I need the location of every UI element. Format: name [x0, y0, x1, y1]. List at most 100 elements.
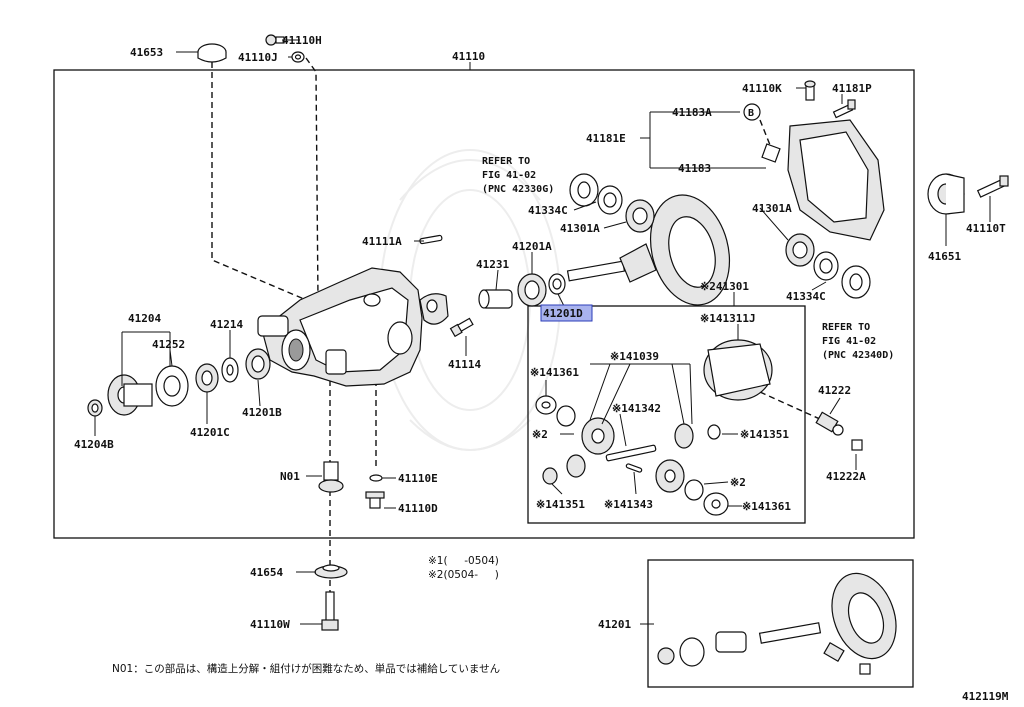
refer-note-left[interactable]: REFER TO FIG 41-02 (PNC 42330G): [482, 156, 554, 195]
label-141361-a[interactable]: ※141361: [530, 366, 579, 379]
label-41110w[interactable]: 41110W: [250, 618, 290, 631]
label-41653[interactable]: 41653: [130, 46, 163, 59]
label-141039[interactable]: ※141039: [610, 350, 659, 363]
side-gear-left[interactable]: [581, 417, 615, 455]
side-bearing-right[interactable]: [785, 233, 871, 299]
label-41201a[interactable]: 41201A: [512, 240, 552, 253]
dust-deflector-41252[interactable]: [155, 365, 189, 407]
spacer-41231[interactable]: [478, 289, 513, 309]
leader-lines: [94, 39, 991, 625]
label-41201d[interactable]: 41201D: [543, 307, 583, 320]
refer-left-line-3: (PNC 42330G): [482, 184, 554, 195]
label-41110j[interactable]: 41110J: [238, 51, 278, 64]
label-41181p[interactable]: 41181P: [832, 82, 872, 95]
pinion-gear-141351-a[interactable]: [542, 454, 586, 485]
label-41111a[interactable]: 41111A: [362, 235, 402, 248]
label-41214[interactable]: 41214: [210, 318, 243, 331]
nut-41204b[interactable]: [87, 399, 103, 417]
companion-flange-41204[interactable]: [107, 374, 153, 416]
label-41114[interactable]: 41114: [448, 358, 481, 371]
reference-marker-b: B: [743, 103, 761, 121]
label-41204b[interactable]: 41204B: [74, 438, 114, 451]
plug-n01[interactable]: [318, 461, 344, 493]
label-141342[interactable]: ※141342: [612, 402, 661, 415]
label-41110d[interactable]: 41110D: [398, 502, 438, 515]
pin-141343[interactable]: [625, 463, 643, 473]
label-n01[interactable]: N01: [280, 470, 300, 483]
label-141351-b[interactable]: ※141351: [536, 498, 585, 511]
label-41301a-b[interactable]: 41301A: [752, 202, 792, 215]
side-gear-washer-141361-b[interactable]: [703, 492, 729, 516]
label-141351-a[interactable]: ※141351: [740, 428, 789, 441]
label-2-b[interactable]: ※2: [730, 476, 746, 489]
label-2-a[interactable]: ※2: [532, 428, 548, 441]
label-41110e[interactable]: 41110E: [398, 472, 438, 485]
plug-41110d[interactable]: [365, 491, 385, 509]
label-41222a[interactable]: 41222A: [826, 470, 866, 483]
label-41301[interactable]: ※241301: [700, 280, 749, 293]
bearing-41201c[interactable]: [195, 363, 219, 393]
label-41181e[interactable]: 41181E: [586, 132, 626, 145]
ring-gear[interactable]: [639, 186, 741, 314]
label-41204[interactable]: 41204: [128, 312, 161, 325]
pinion-shaft-141342[interactable]: [605, 444, 657, 462]
mount-41654[interactable]: [314, 564, 348, 579]
label-41110h[interactable]: 41110H: [282, 34, 322, 47]
bearing-cap[interactable]: [419, 293, 449, 325]
flange-41651[interactable]: [927, 173, 965, 215]
gasket-41110e[interactable]: [369, 474, 383, 482]
bolt-41110w[interactable]: [321, 591, 339, 631]
bearing-41201a[interactable]: [517, 273, 547, 307]
washer-141351-a[interactable]: [707, 424, 721, 440]
bolt-41181p[interactable]: [832, 99, 856, 119]
breather-cap-41653[interactable]: [197, 43, 227, 63]
sensor-41222[interactable]: [815, 411, 844, 436]
label-41231[interactable]: 41231: [476, 258, 509, 271]
label-41334c-b[interactable]: 41334C: [786, 290, 826, 303]
side-gear-right[interactable]: [655, 459, 685, 493]
carrier-housing[interactable]: [257, 267, 423, 387]
label-141343[interactable]: ※141343: [604, 498, 653, 511]
refer-note-right[interactable]: REFER TO FIG 41-02 (PNC 42340D): [822, 322, 894, 361]
spacer-41214[interactable]: [221, 357, 239, 383]
gear-kit-41201[interactable]: [657, 564, 907, 675]
label-41222[interactable]: 41222: [818, 384, 851, 397]
legend: ※1( -0504) ※2(0504- ): [428, 555, 499, 581]
washer-2-a[interactable]: [556, 405, 576, 427]
rear-cover[interactable]: [761, 119, 885, 241]
bolt-41110t[interactable]: [976, 175, 1009, 198]
washer-2-b[interactable]: [684, 479, 704, 501]
drive-pinion[interactable]: [566, 243, 657, 283]
label-41651[interactable]: 41651: [928, 250, 961, 263]
guide-line-cover: [759, 119, 773, 151]
label-41201b[interactable]: 41201B: [242, 406, 282, 419]
label-41252[interactable]: 41252: [152, 338, 185, 351]
label-141311j[interactable]: ※141311J: [700, 312, 756, 325]
label-41110[interactable]: 41110: [452, 50, 485, 63]
washer-41110j[interactable]: [291, 51, 305, 63]
side-gear-washer-141361-a[interactable]: [535, 395, 557, 415]
bearing-41201b[interactable]: [245, 348, 271, 380]
label-41110t[interactable]: 41110T: [966, 222, 1006, 235]
refer-left-line-1: REFER TO: [482, 156, 530, 167]
side-bearing-left[interactable]: [569, 173, 655, 233]
label-41301a-a[interactable]: 41301A: [560, 222, 600, 235]
pinion-gear-141351-b[interactable]: [674, 423, 694, 449]
label-141361-b[interactable]: ※141361: [742, 500, 791, 513]
bolt-41222a[interactable]: [851, 439, 863, 451]
label-41183[interactable]: 41183: [678, 162, 711, 175]
washer-41201d[interactable]: [548, 273, 566, 295]
guide-line-41222: [759, 391, 823, 421]
differential-case[interactable]: [703, 339, 773, 401]
label-41201c[interactable]: 41201C: [190, 426, 230, 439]
main-assembly-frame: [53, 69, 915, 539]
label-41654[interactable]: 41654: [250, 566, 283, 579]
label-41110k[interactable]: 41110K: [742, 82, 782, 95]
breather-41110k[interactable]: [804, 80, 816, 101]
pin-41111a[interactable]: [419, 234, 443, 245]
label-41183a[interactable]: 41183A: [672, 106, 712, 119]
bolt-41114[interactable]: [449, 317, 474, 338]
refer-right-line-2: FIG 41-02: [822, 336, 876, 347]
label-41334c-a[interactable]: 41334C: [528, 204, 568, 217]
label-41201[interactable]: 41201: [598, 618, 631, 631]
